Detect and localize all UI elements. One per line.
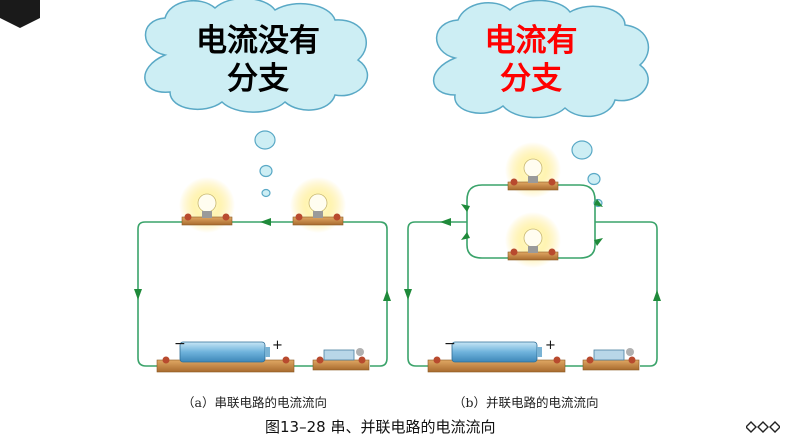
series-line-1: 电流没有 xyxy=(196,23,320,59)
battery-plus-label: + xyxy=(545,338,556,353)
current-arrow xyxy=(260,218,271,226)
current-arrow xyxy=(404,289,412,300)
switch-icon xyxy=(312,348,370,371)
battery-minus-label: − xyxy=(174,336,186,352)
battery-minus-label: − xyxy=(444,336,456,352)
current-arrow xyxy=(134,289,142,300)
battery-plus-label: + xyxy=(272,338,283,353)
current-arrow xyxy=(383,290,391,301)
thought-bubble-series xyxy=(144,0,369,198)
current-arrow xyxy=(594,238,603,246)
corner-tab-icon xyxy=(0,0,40,28)
lamp-icon xyxy=(179,177,235,233)
switch-icon xyxy=(582,348,640,371)
parallel-line-1: 电流有 xyxy=(484,23,578,59)
current-arrow xyxy=(653,290,661,301)
battery-icon: − + xyxy=(427,336,566,373)
lamp-icon xyxy=(505,212,561,268)
current-arrow xyxy=(440,218,451,226)
thought-bubble-parallel xyxy=(432,0,650,208)
diamond-chain-icon xyxy=(746,421,780,433)
figure-title: 图13–28 串、并联电路的电流流向 xyxy=(265,418,496,436)
series-line-2: 分支 xyxy=(227,61,289,97)
thought-bubble-series-text: 电流没有 分支 xyxy=(178,22,338,98)
parallel-circuit: − + xyxy=(404,142,661,373)
caption-series: （a）串联电路的电流流向 xyxy=(182,395,327,410)
current-arrow xyxy=(594,199,603,207)
battery-icon: − + xyxy=(156,336,295,373)
lamp-icon xyxy=(290,177,346,233)
caption-parallel: （b）并联电路的电流流向 xyxy=(453,395,599,410)
current-arrow xyxy=(461,204,470,212)
parallel-line-2: 分支 xyxy=(500,61,562,97)
thought-bubble-parallel-text: 电流有 分支 xyxy=(456,22,606,98)
current-arrow xyxy=(461,232,470,240)
lamp-icon xyxy=(505,142,561,198)
series-circuit: − + xyxy=(134,177,391,373)
